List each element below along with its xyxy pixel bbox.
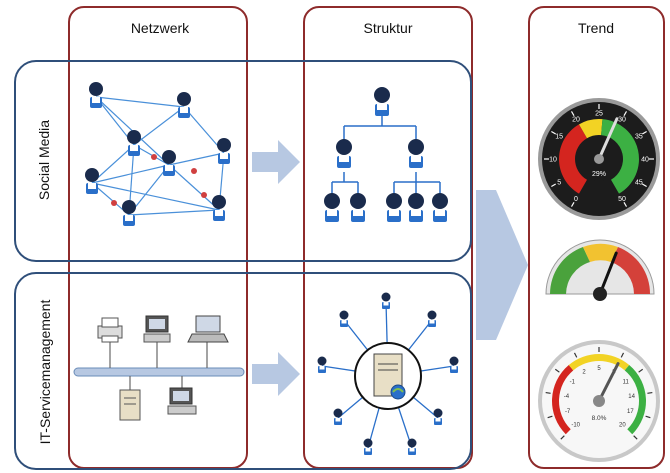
- speedo-band-0: [559, 124, 587, 194]
- dial-tick-label: -10: [571, 422, 580, 428]
- semicircle-gauge: [545, 239, 655, 301]
- dial-tick-mark: [573, 352, 578, 358]
- it-bus-network: [73, 315, 245, 421]
- dial-tick-mark: [554, 368, 560, 373]
- dial-tick-label: -1: [570, 380, 576, 386]
- speedo-tick-mark: [551, 183, 556, 188]
- dial-band-1: [568, 354, 630, 371]
- speedo-tick-label: 10: [549, 156, 557, 163]
- it-service-row-title: IT-Servicemanagement: [37, 299, 53, 445]
- trend-column-title: Trend: [577, 20, 615, 36]
- dial-tick-label: 14: [628, 394, 635, 400]
- it-service-row-frame: [14, 272, 472, 470]
- dial-tick-label: 11: [623, 380, 630, 386]
- trend-arrow: [476, 190, 528, 340]
- dial-tick-mark: [645, 415, 651, 419]
- dial-tick-mark: [647, 391, 653, 394]
- dial-tick-label: 5: [597, 366, 601, 372]
- speedo-tick-mark: [642, 183, 647, 188]
- speedometer-readout: 29%: [592, 171, 606, 178]
- dial-tick-mark: [620, 352, 625, 358]
- speedometer-gauge: 0 5 10 15 20 25 30 35 40 45 50 29%: [538, 98, 660, 220]
- social-hierarchy-tree: [324, 87, 448, 222]
- trend-column-frame: [528, 6, 665, 469]
- speedo-tick-label: 50: [618, 196, 626, 203]
- dial-tick-label: -4: [564, 394, 570, 400]
- speedo-tick-mark: [570, 111, 575, 116]
- speedo-tick-mark: [623, 202, 628, 207]
- printer-icon: [97, 317, 123, 343]
- dial-tick-mark: [545, 391, 551, 394]
- server-icon: [373, 353, 406, 400]
- dial-tick-mark: [560, 435, 565, 440]
- laptop-icon: [187, 315, 229, 343]
- social-media-row-frame: [14, 60, 472, 262]
- speedo-tick-mark: [642, 130, 647, 135]
- dial-tick-mark: [633, 435, 638, 440]
- dial-tick-mark: [547, 415, 553, 419]
- speedo-tick-label: 45: [635, 179, 643, 186]
- speedo-tick-mark: [551, 130, 556, 135]
- speedo-tick-label: 15: [555, 133, 563, 140]
- speedo-tick-label: 30: [618, 116, 626, 123]
- social-arrow: [252, 140, 300, 184]
- netzwerk-column-title: Netzwerk: [130, 20, 190, 36]
- workstation-icon: [167, 387, 197, 415]
- dial-tick-label: 17: [627, 409, 634, 415]
- dial-tick-label: -7: [565, 409, 571, 415]
- dial-band-0: [552, 364, 574, 435]
- social-media-row-title: Social Media: [36, 119, 52, 201]
- dial-readout: 8.0%: [592, 415, 607, 422]
- it-arrow: [252, 352, 300, 396]
- speedo-band-1: [579, 119, 603, 139]
- speedo-tick-label: 25: [595, 110, 603, 117]
- speedo-tick-label: 20: [572, 116, 580, 123]
- speedo-tick-mark: [623, 111, 628, 116]
- dial-gauge: -10-7-4-125811141720 8.0%: [538, 340, 660, 462]
- speedo-tick-label: 40: [641, 156, 649, 163]
- speedo-tick-label: 5: [557, 179, 561, 186]
- speedo-tick-label: 35: [635, 133, 643, 140]
- dial-tick-label: 20: [619, 422, 626, 428]
- dial-band-2: [624, 364, 646, 435]
- desktop-computer-icon: [143, 315, 171, 343]
- social-network-graph: [85, 82, 231, 226]
- struktur-column-title: Struktur: [363, 20, 413, 36]
- speedo-tick-mark: [570, 202, 575, 207]
- dial-tick-label: 2: [582, 370, 586, 376]
- server-tower-icon: [119, 389, 141, 421]
- dial-tick-mark: [638, 368, 644, 373]
- speedo-band-2: [601, 119, 639, 194]
- speedo-tick-label: 0: [574, 196, 578, 203]
- it-star-network: [317, 292, 459, 455]
